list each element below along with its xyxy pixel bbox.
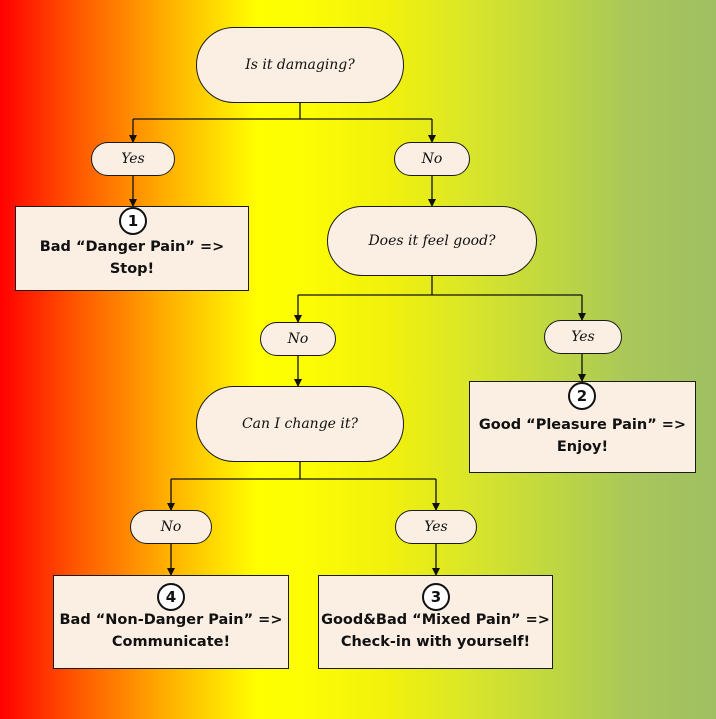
answer-text: No [160,519,182,535]
outcome-line-1: Bad “Danger Pain” => [39,238,225,255]
answer-text: Yes [424,519,448,535]
question-text: Can I change it? [241,416,359,432]
outcome-line-2: Enjoy! [556,439,609,455]
question-does-it-feel-good: Does it feel good? [327,206,537,276]
answer-q3-no: No [130,510,212,544]
outcome-danger-pain: Bad “Danger Pain” => Stop! [15,206,249,291]
outcome-number-badge: 1 [119,207,147,235]
question-is-it-damaging: Is it damaging? [196,27,404,103]
outcome-number-badge: 2 [568,382,596,410]
outcome-line-2: Stop! [109,260,155,277]
answer-q1-yes: Yes [91,142,175,176]
question-can-i-change-it: Can I change it? [196,386,404,462]
outcome-number-badge: 3 [422,583,450,611]
answer-text: Yes [121,151,145,167]
outcome-line-1: Bad “Non-Danger Pain” => [59,612,283,628]
outcome-number-badge: 4 [157,583,185,611]
outcome-line-2: Check-in with yourself! [340,634,531,650]
answer-text: No [287,331,309,347]
answer-q3-yes: Yes [395,510,477,544]
answer-q2-no: No [260,322,336,356]
answer-text: No [421,151,443,167]
answer-q2-yes: Yes [544,320,622,354]
outcome-line-1: Good&Bad “Mixed Pain” => [321,612,550,628]
answer-q1-no: No [394,142,470,176]
question-text: Is it damaging? [245,57,355,73]
answer-text: Yes [571,329,595,345]
outcome-line-1: Good “Pleasure Pain” => [478,417,687,433]
question-text: Does it feel good? [368,233,496,249]
outcome-line-2: Communicate! [111,634,231,650]
